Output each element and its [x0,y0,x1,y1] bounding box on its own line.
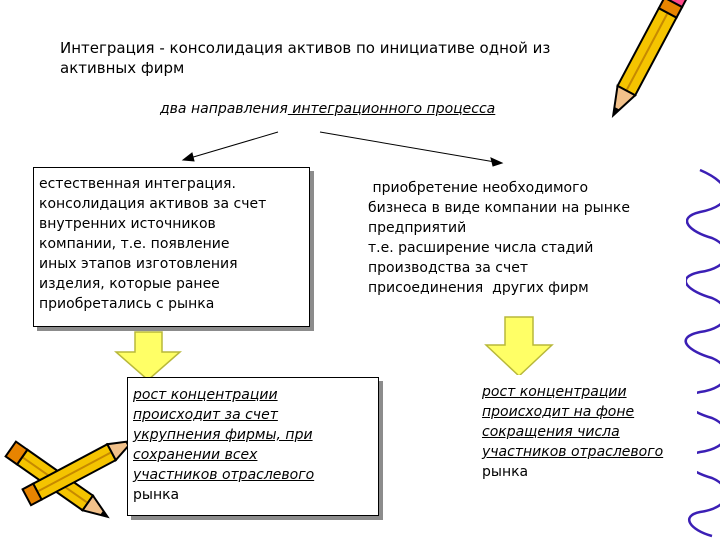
spiral-binding-icon [684,168,720,538]
right-desc-line: предприятий [368,220,467,236]
branch-arrows [181,131,504,167]
left-result-box: рост концентрации происходит за счет укр… [127,377,379,516]
right-result-line: сокращения числа [482,424,620,440]
left-result-heading: рост концентрации [133,387,278,403]
right-result-line: участников отраслевого [482,444,664,460]
right-result-line: рынка [482,464,529,480]
left-desc-line: естественная интеграция. [39,176,236,192]
left-result-line: рынка [133,487,180,503]
diagram-subtitle: два направления интеграционного процесса [160,101,495,117]
left-desc-line: иных этапов изготовления [39,256,238,272]
right-branch-box: приобретение необходимого бизнеса в виде… [362,170,686,312]
right-desc-line: присоединения других фирм [368,280,589,296]
left-desc-line: компании, т.е. появление [39,236,230,252]
pencil-icon [611,0,689,118]
right-desc-line: т.е. расширение числа стадий [368,240,594,256]
left-desc-line: изделия, которые ранее [39,276,220,292]
left-result-line: участников отраслевого [133,467,315,483]
down-arrow-left [114,331,182,381]
right-desc-line: бизнеса в виде компании на рынке [368,200,630,216]
right-desc-line: приобретение необходимого [368,180,589,196]
left-desc-line: приобретались с рынка [39,296,215,312]
subtitle-lead: два направления [160,101,288,117]
left-desc-line: консолидация активов за счет [39,196,267,212]
page-title: Интеграция - консолидация активов по ини… [60,39,551,77]
right-result-line: происходит на фоне [482,404,635,420]
down-arrow-right [484,316,554,378]
left-branch-box: естественная интеграция. консолидация ак… [33,167,310,327]
left-result-line: укрупнения фирмы, при [133,427,313,443]
subtitle-tail: интеграционного процесса [287,101,496,117]
right-result-box: рост концентрации происходит на фоне сок… [477,375,697,499]
left-result-line: сохранении всех [133,447,258,463]
right-result-heading: рост концентрации [482,384,627,400]
left-desc-line: внутренних источников [39,216,216,232]
pencil-icon [21,439,136,507]
left-result-line: происходит за счет [133,407,278,423]
right-desc-line: производства за счет [368,260,528,276]
